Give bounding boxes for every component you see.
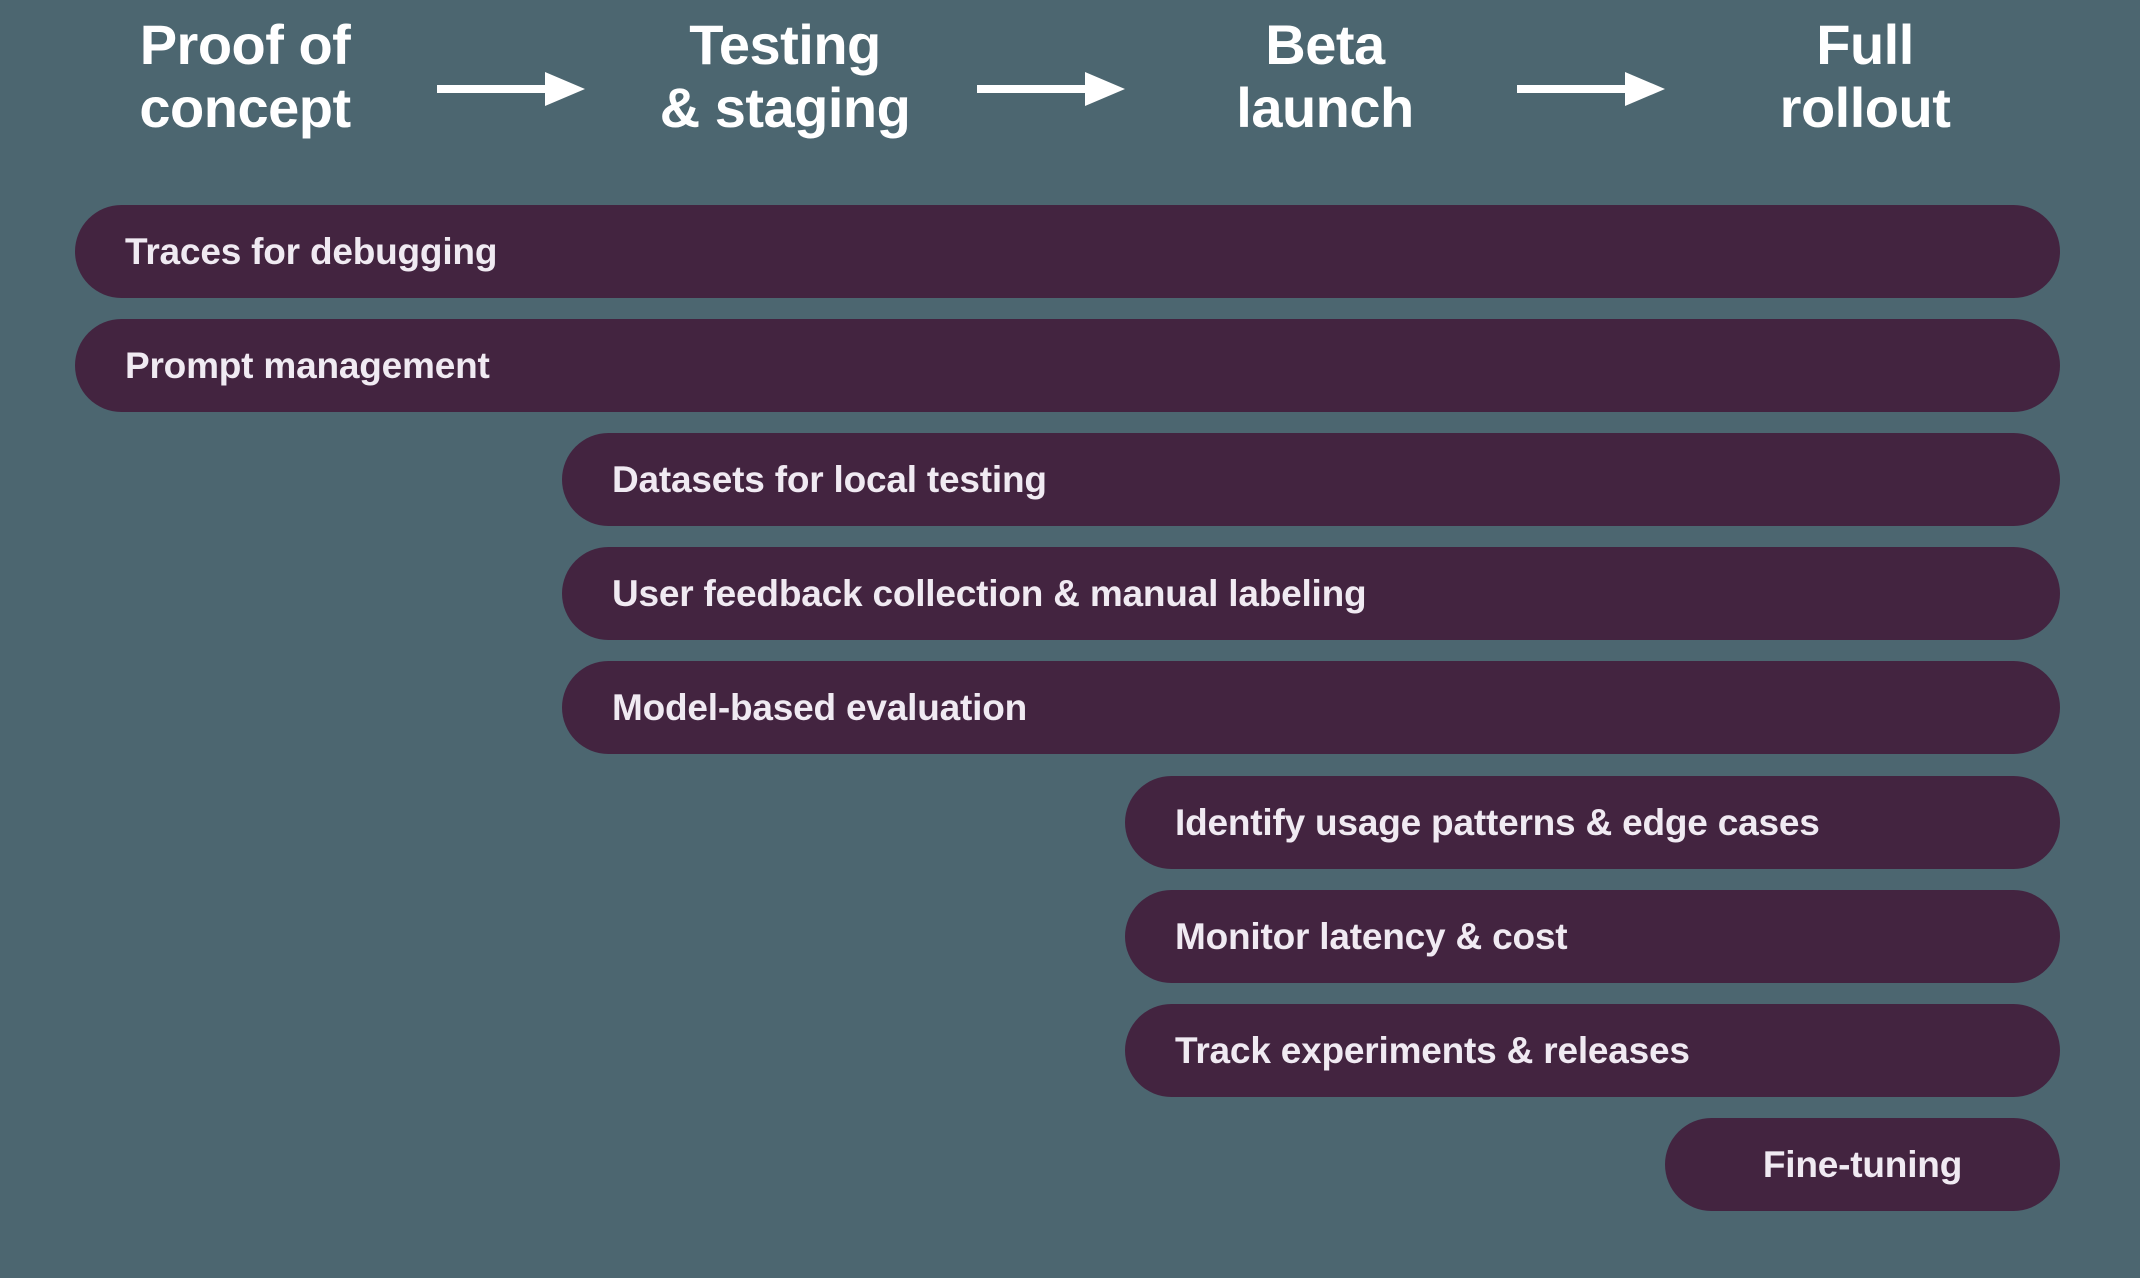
capability-bar[interactable]: Identify usage patterns & edge cases xyxy=(1125,776,2060,869)
capability-bar-label: Identify usage patterns & edge cases xyxy=(1175,801,1820,843)
capability-bar-label: Datasets for local testing xyxy=(612,458,1047,500)
phase-header-line1: Proof of xyxy=(139,13,351,76)
capability-bar-label: Track experiments & releases xyxy=(1175,1029,1690,1071)
capability-bar-label: Traces for debugging xyxy=(125,230,498,272)
capability-bar[interactable]: Datasets for local testing xyxy=(562,433,2060,526)
phase-header-line2: rollout xyxy=(1779,75,1951,139)
capability-bar-label: Prompt management xyxy=(125,344,490,386)
right-arrow-icon xyxy=(977,72,1125,106)
phase-header-line2: & staging xyxy=(659,75,911,139)
phase-header-line2: launch xyxy=(1236,75,1414,139)
phase-header-2: Testing& staging xyxy=(575,13,995,139)
capability-bar[interactable]: Fine-tuning xyxy=(1665,1118,2060,1211)
phase-header-line2: concept xyxy=(139,75,351,139)
capability-bar[interactable]: Track experiments & releases xyxy=(1125,1004,2060,1097)
phase-header-line1: Beta xyxy=(1265,13,1385,76)
right-arrow-icon xyxy=(1517,72,1665,106)
capability-bar[interactable]: Prompt management xyxy=(75,319,2060,412)
capability-bar[interactable]: Monitor latency & cost xyxy=(1125,890,2060,983)
capability-bar[interactable]: Traces for debugging xyxy=(75,205,2060,298)
capability-bar-label: User feedback collection & manual labeli… xyxy=(612,572,1367,614)
phase-header-line1: Full xyxy=(1816,13,1914,76)
right-arrow-icon xyxy=(437,72,585,106)
capability-bar-label: Fine-tuning xyxy=(1762,1143,1963,1185)
capability-bar-label: Model-based evaluation xyxy=(612,686,1028,728)
capability-bar-label: Monitor latency & cost xyxy=(1175,915,1568,957)
capability-bar[interactable]: Model-based evaluation xyxy=(562,661,2060,754)
phase-header-line1: Testing xyxy=(689,13,881,76)
capability-bar[interactable]: User feedback collection & manual labeli… xyxy=(562,547,2060,640)
